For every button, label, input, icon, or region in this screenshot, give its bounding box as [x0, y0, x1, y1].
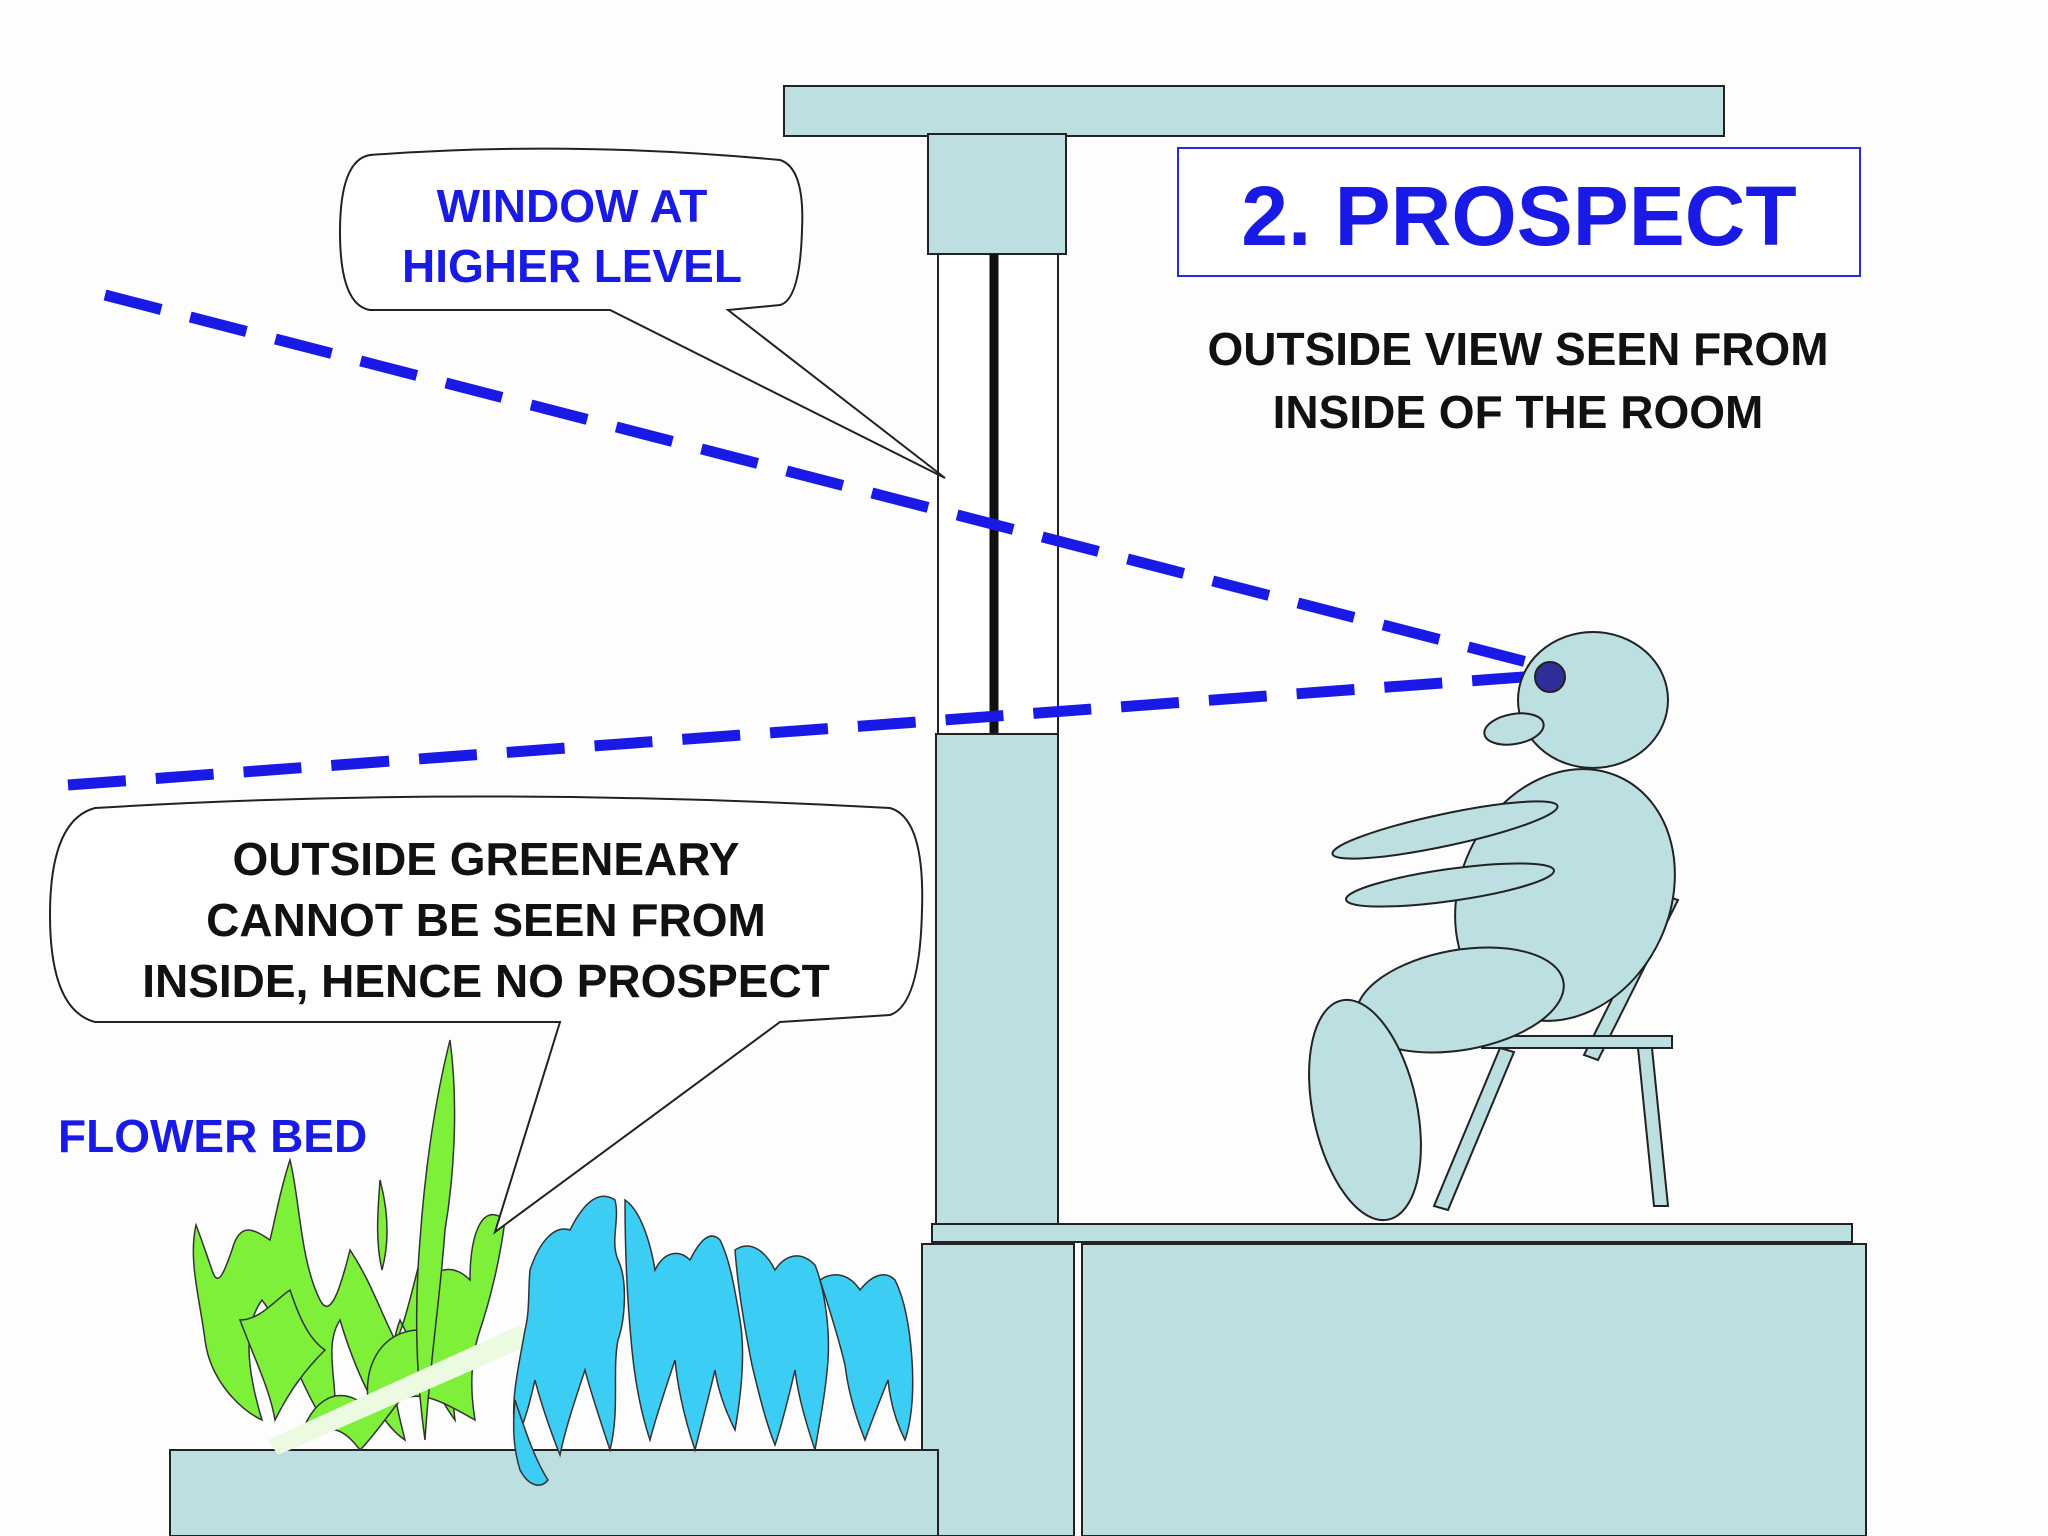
page-title: 2. PROSPECT: [1241, 169, 1796, 263]
flower-bed-base: [169, 1449, 939, 1536]
sightline-upper: [103, 289, 1552, 674]
lower-wall: [935, 733, 1059, 1225]
person-lower-leg: [1308, 998, 1422, 1222]
person-eye: [1534, 661, 1566, 693]
blue-plants: [512, 1195, 914, 1486]
window-callout-line-2: HIGHER LEVEL: [402, 240, 742, 292]
green-plants: [192, 1039, 506, 1452]
greenery-callout-line-3: INSIDE, HENCE NO PROSPECT: [142, 955, 830, 1007]
roof-slab: [783, 85, 1725, 137]
window-lintel: [927, 133, 1067, 255]
highlight-stripe: [268, 1325, 530, 1455]
plinth-right: [1081, 1243, 1867, 1536]
sightline-lower: [67, 669, 1551, 791]
window-callout-line-1: WINDOW AT: [437, 180, 708, 232]
person-arm-lower: [1344, 862, 1556, 908]
plinth-left: [921, 1243, 1075, 1536]
window-callout-bubble: [338, 147, 946, 479]
subtitle-line-2: INSIDE OF THE ROOM: [1273, 386, 1764, 438]
greenery-callout-line-2: CANNOT BE SEEN FROM: [206, 894, 766, 946]
floor-slab: [931, 1223, 1853, 1243]
greenery-callout-bubble: [48, 795, 924, 1235]
greenery-callout-line-1: OUTSIDE GREENEARY: [233, 833, 740, 885]
flower-bed-label: FLOWER BED: [58, 1110, 367, 1162]
person-arm-upper: [1331, 800, 1559, 860]
seated-person: [1308, 631, 1676, 1222]
person-mouth: [1483, 712, 1545, 746]
title-box: [1177, 147, 1861, 277]
subtitle-line-1: OUTSIDE VIEW SEEN FROM: [1207, 323, 1828, 375]
person-head: [1517, 631, 1669, 769]
